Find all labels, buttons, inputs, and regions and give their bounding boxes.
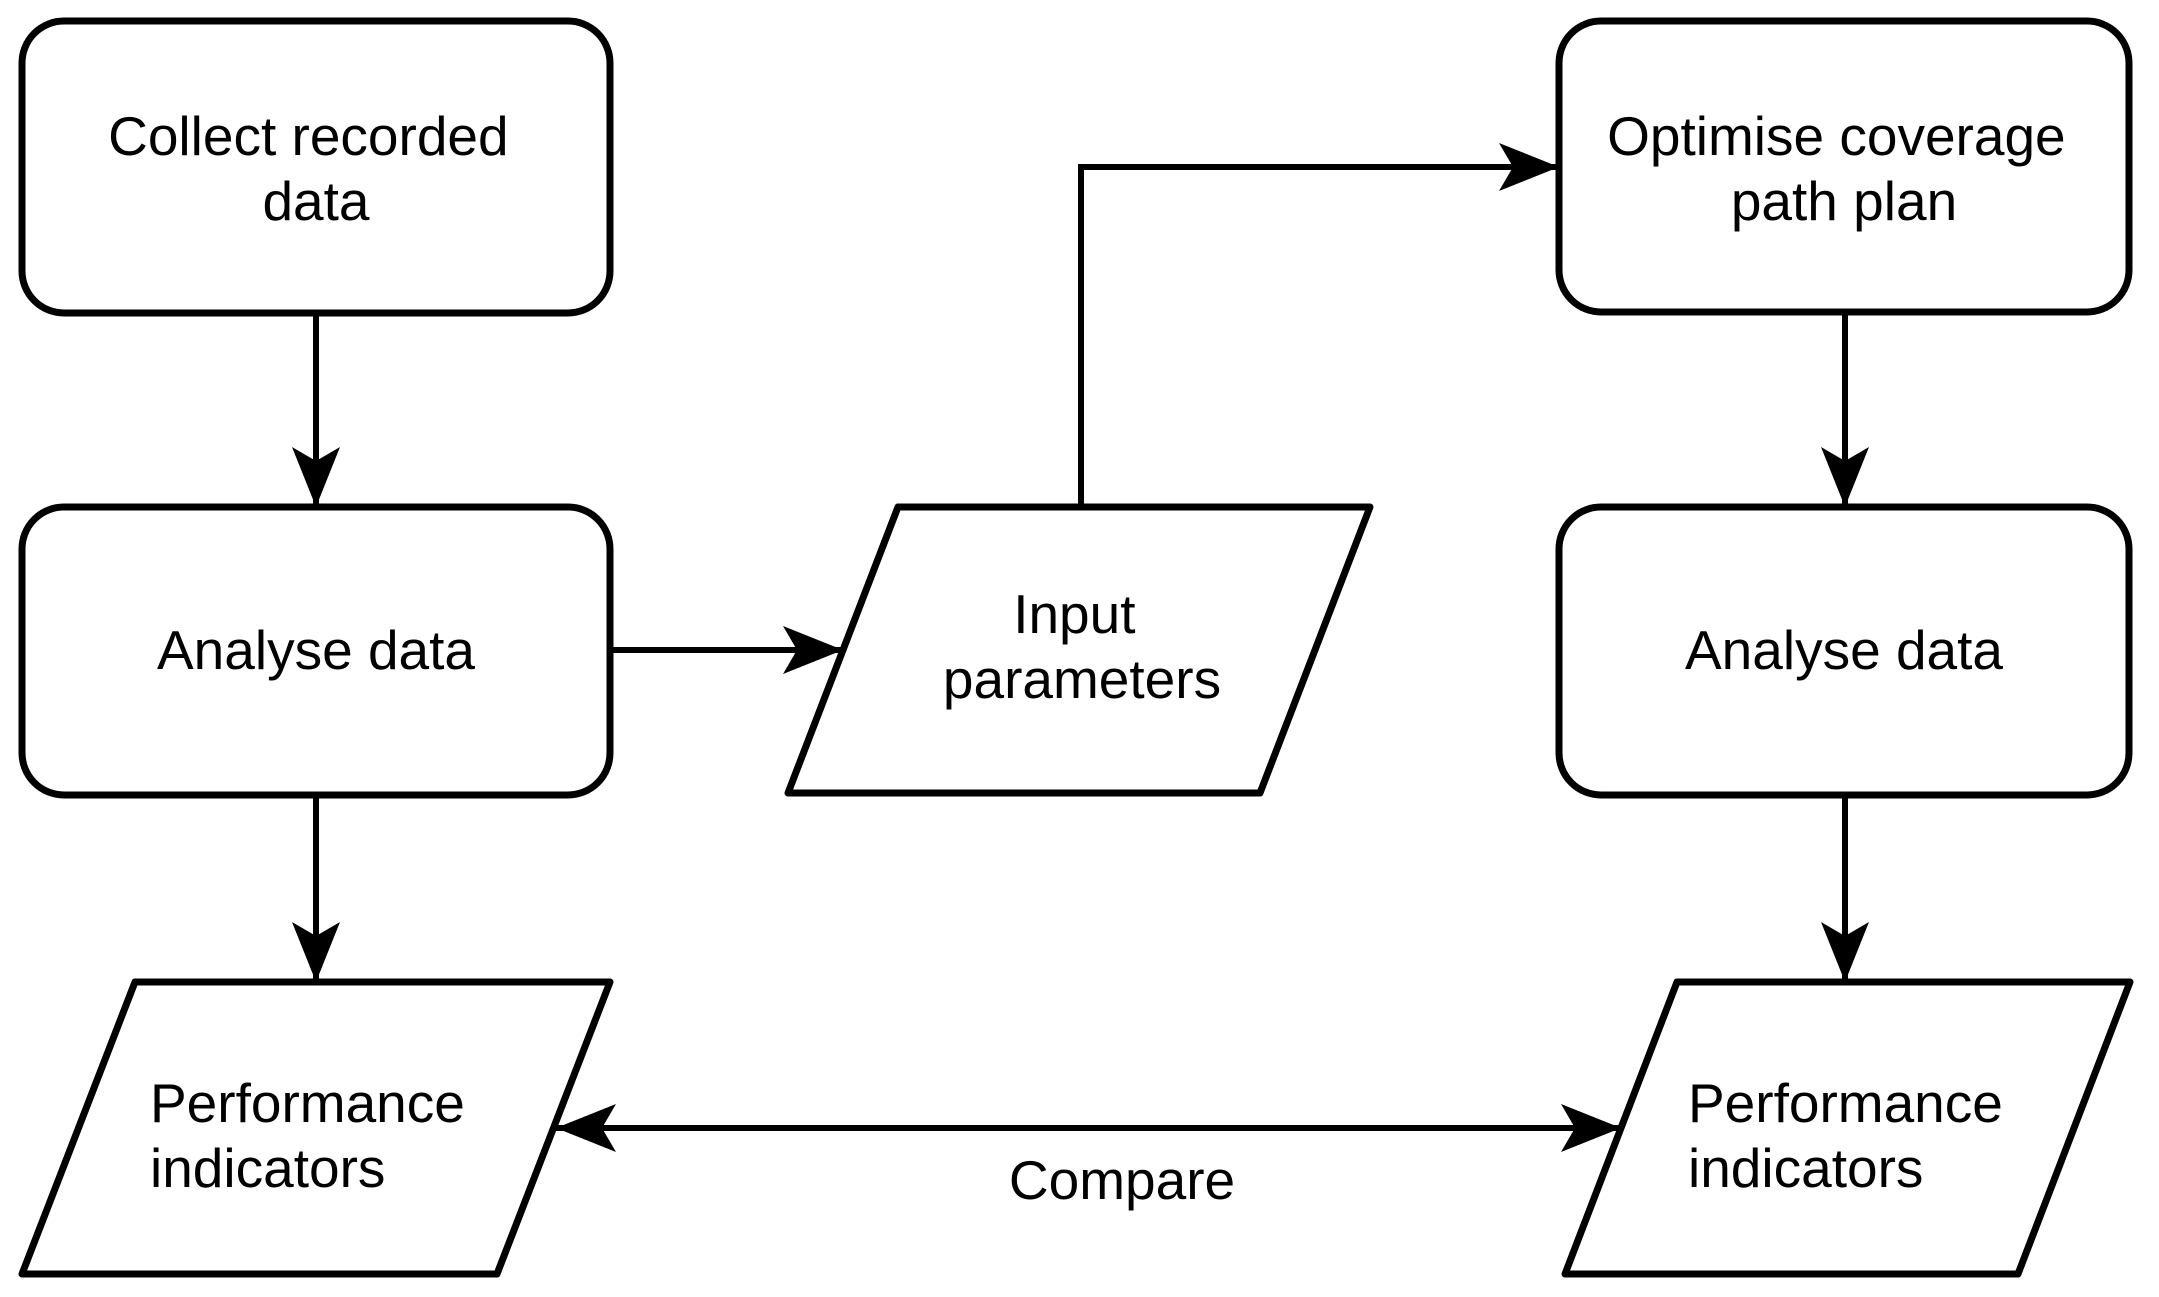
process-shape <box>18 17 614 317</box>
node-optimise-coverage-path-plan: Optimise coverage path plan <box>1555 17 2133 316</box>
node-label: Performance indicators <box>150 1072 480 1199</box>
node-analyse-data-right: Analyse data <box>1555 503 2133 799</box>
node-label: Optimise coverage path plan <box>1607 105 2081 232</box>
node-input-parameters: Input parameters <box>784 503 1374 797</box>
node-performance-indicators-left: Performance indicators <box>18 978 614 1278</box>
process-shape <box>1555 17 2133 316</box>
node-label: Collect recorded data <box>108 105 524 232</box>
node-label: Analyse data <box>1685 619 2003 681</box>
node-analyse-data-left: Analyse data <box>18 503 614 799</box>
node-label: Performance indicators <box>1688 1072 2018 1199</box>
node-collect-recorded-data: Collect recorded data <box>18 17 614 317</box>
compare-label: Compare <box>1009 1149 1235 1211</box>
node-label: Input parameters <box>943 583 1221 710</box>
process-shape <box>18 503 614 799</box>
node-performance-indicators-right: Performance indicators <box>1561 978 2134 1278</box>
data-shape <box>1561 978 2134 1278</box>
data-shape <box>18 978 614 1278</box>
data-shape <box>784 503 1374 797</box>
process-shape <box>1555 503 2133 799</box>
node-label: Analyse data <box>157 619 475 681</box>
arrow-input-parameters-to-optimise <box>1078 143 1559 507</box>
